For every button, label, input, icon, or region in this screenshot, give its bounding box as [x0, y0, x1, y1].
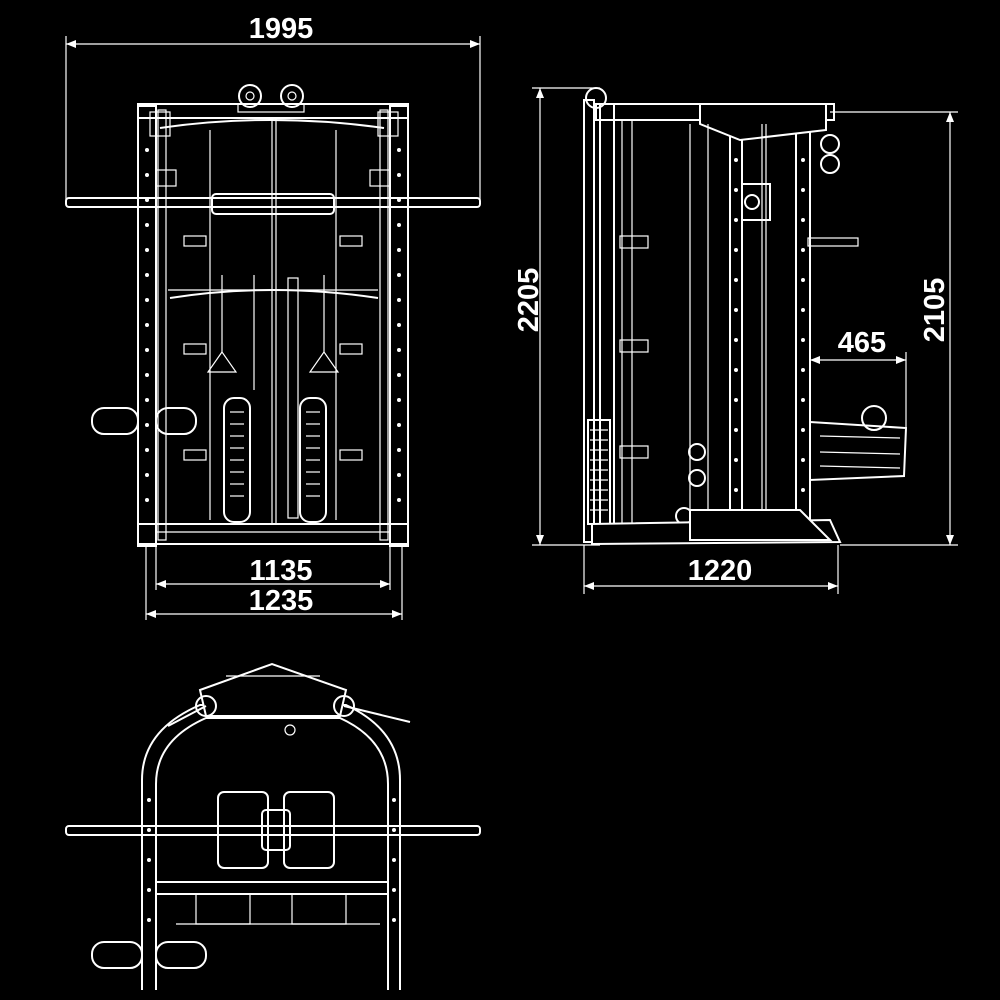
- dim-front-outer-width: 1235: [249, 585, 314, 617]
- dim-side-height-frame: 2105: [919, 278, 951, 343]
- dim-front-total-width: 1995: [249, 13, 314, 45]
- side-view: 2205 2105: [513, 87, 958, 594]
- front-view: 1995: [65, 13, 481, 620]
- dim-side-depth: 1220: [688, 555, 753, 587]
- top-view: [65, 662, 481, 990]
- dim-side-offset: 465: [838, 327, 886, 359]
- dim-front-inner-width: 1135: [250, 555, 313, 587]
- dim-side-height-total: 2205: [513, 268, 545, 333]
